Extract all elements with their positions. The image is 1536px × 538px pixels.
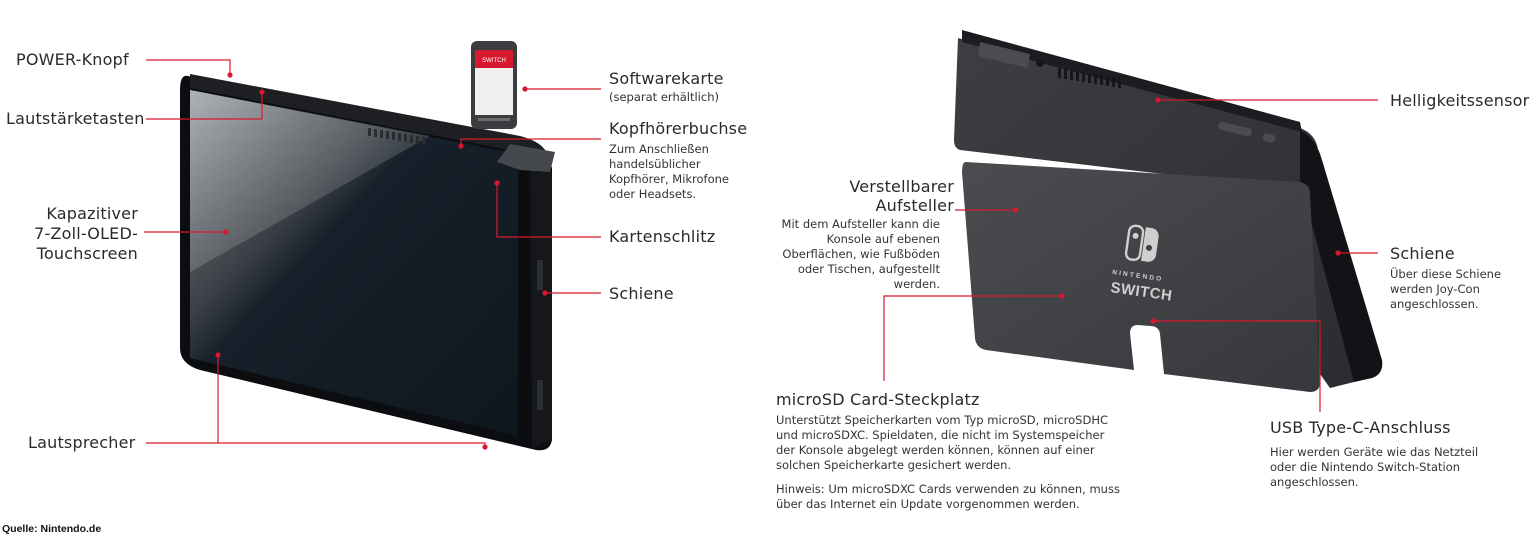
headphone-jack-desc-4: oder Headsets. bbox=[609, 187, 697, 201]
cartridge-logo: SWITCH bbox=[482, 58, 506, 64]
rail-desc-1: Über diese Schiene bbox=[1390, 267, 1502, 281]
kickstand-desc-4: oder Tischen, aufgestellt bbox=[797, 262, 940, 276]
callout-dots bbox=[215, 72, 1341, 450]
kickstand bbox=[962, 162, 1320, 392]
kickstand-desc-2: Konsole auf ebenen bbox=[826, 232, 940, 246]
card-slot-cover bbox=[497, 144, 555, 172]
microsd-note-2: über das Internet ein Update vorgenommen… bbox=[776, 497, 1080, 511]
usbc-desc-3: angeschlossen. bbox=[1270, 475, 1359, 489]
software-card-illustration: SWITCH bbox=[471, 41, 517, 129]
label-rail-left: Schiene bbox=[609, 284, 674, 303]
rail-desc-2: werden Joy-Con bbox=[1390, 282, 1480, 296]
microsd-desc-1: Unterstützt Speicherkarten vom Typ micro… bbox=[776, 413, 1109, 427]
headphone-jack-desc-3: Kopfhörer, Mikrofone bbox=[609, 172, 730, 186]
label-touchscreen-line2: 7-Zoll-OLED- bbox=[34, 224, 138, 243]
microsd-desc-4: solchen Speicherkarte gesichert werden. bbox=[776, 458, 1012, 472]
usbc-desc-2: oder die Nintendo Switch-Station bbox=[1270, 460, 1461, 474]
label-software-card-note: (separat erhältlich) bbox=[609, 90, 719, 104]
kickstand-desc-3: Oberflächen, wie Fußböden bbox=[782, 247, 940, 261]
label-microsd-slot: microSD Card-Steckplatz bbox=[776, 390, 980, 409]
console-front-view bbox=[180, 74, 555, 451]
headphone-jack-desc-2: handelsüblicher bbox=[609, 157, 701, 171]
label-software-card: Softwarekarte bbox=[609, 69, 724, 88]
kickstand-desc-5: werden. bbox=[893, 277, 940, 291]
label-rail-right: Schiene bbox=[1390, 244, 1455, 263]
label-card-slot: Kartenschlitz bbox=[609, 227, 716, 246]
label-power-button: POWER-Knopf bbox=[16, 50, 129, 69]
label-usb-c-port: USB Type-C-Anschluss bbox=[1270, 418, 1451, 437]
kickstand-desc-1: Mit dem Aufsteller kann die bbox=[781, 217, 940, 231]
microsd-desc-3: der Konsole abgelegt werden können, könn… bbox=[776, 443, 1095, 457]
nintendo-switch-logo bbox=[1124, 224, 1159, 262]
label-volume-buttons: Lautstärketasten bbox=[6, 109, 145, 128]
label-touchscreen-line1: Kapazitiver bbox=[46, 204, 138, 223]
label-speakers: Lautsprecher bbox=[28, 433, 136, 452]
label-headphone-jack: Kopfhörerbuchse bbox=[609, 119, 748, 138]
label-kickstand-title-1: Verstellbarer bbox=[849, 177, 954, 196]
rail-desc-3: angeschlossen. bbox=[1390, 297, 1479, 311]
label-brightness-sensor: Helligkeitssensor bbox=[1390, 91, 1530, 110]
console-back-view: NINTENDO SWITCH bbox=[954, 30, 1383, 392]
label-touchscreen-line3: Touchscreen bbox=[36, 244, 138, 263]
label-kickstand-title-2: Aufsteller bbox=[875, 196, 954, 215]
source-credit: Quelle: Nintendo.de bbox=[2, 523, 102, 535]
usbc-desc-1: Hier werden Geräte wie das Netzteil bbox=[1270, 445, 1479, 459]
microsd-note-1: Hinweis: Um microSDXC Cards verwenden zu… bbox=[776, 482, 1120, 496]
headphone-jack-desc-1: Zum Anschließen bbox=[609, 142, 709, 156]
microsd-desc-2: und microSDXC. Spieldaten, die nicht im … bbox=[776, 428, 1105, 442]
